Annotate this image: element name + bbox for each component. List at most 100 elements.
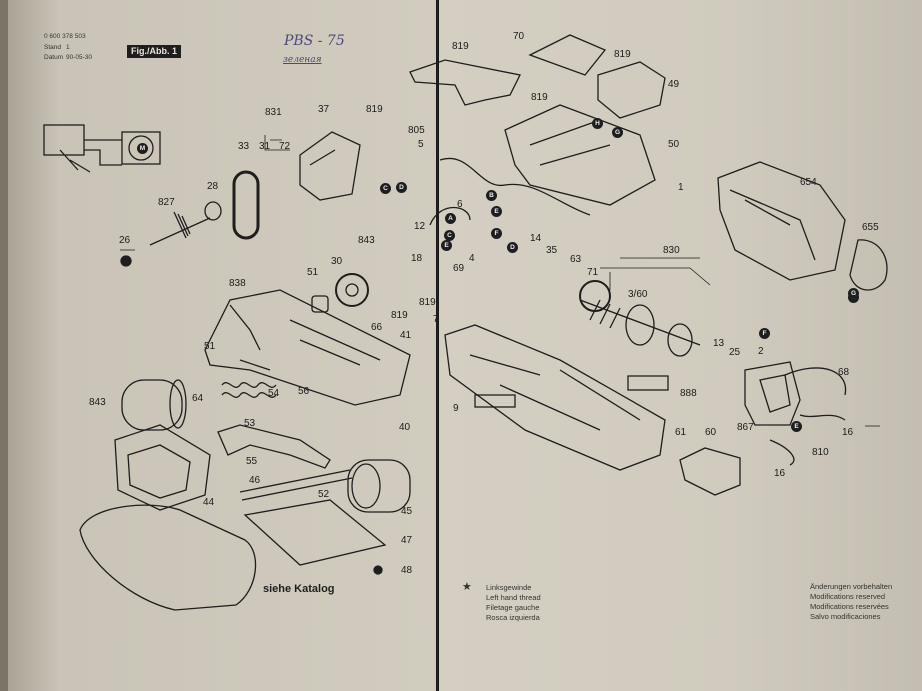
end-cap [120,255,132,267]
modifications-note: Änderungen vorbehalten Modifications res… [810,582,892,622]
connector-marker: E [791,421,802,432]
connector-marker: E [441,240,452,251]
part-number-label: 843 [89,397,106,408]
part-number-label: 3/60 [628,289,648,300]
part-number-label: 53 [244,418,256,429]
connector-marker: G [612,127,623,138]
part-number-label: 35 [546,245,558,256]
brush-cover [679,447,741,496]
part-number-label: 819 [531,92,548,103]
part-number-label: 819 [452,41,469,52]
part-number-label: 13 [713,338,725,349]
part-number-label: 52 [318,489,330,500]
part-number-label: 838 [229,278,246,289]
handle [409,59,521,106]
legend-line: Rosca izquierda [486,613,540,622]
part-number-label: 827 [158,197,175,208]
part-number-label: 50 [668,139,680,150]
part-number-label: 72 [279,141,291,152]
part-number-label: 843 [358,235,375,246]
part-number-label: 819 [366,104,383,115]
connector-marker: F [759,328,770,339]
handwritten-model: PBS - 75 [284,33,345,49]
legend-line: Linksgewinde [486,583,532,592]
part-number-label: 71 [587,267,599,278]
part-number-label: 810 [812,447,829,458]
connector-marker: H [592,118,603,129]
datum-label: Datum [44,54,64,61]
part-number-label: 47 [401,535,413,546]
connector-marker: D [507,242,518,253]
motor-housing [444,324,666,471]
connector-marker: E [491,206,502,217]
part-number-label: 655 [862,222,879,233]
switch-housing [504,104,656,206]
part-number-label: 805 [408,125,425,136]
part-number-label: 7 [433,314,439,325]
spring [221,382,277,388]
dust-box [717,161,846,281]
part-number-label: 37 [318,104,330,115]
part-number-label: 68 [838,367,850,378]
part-number-label: 46 [249,475,261,486]
part-number-label: 55 [246,456,258,467]
part-number-label: 819 [391,310,408,321]
part-number-label: 888 [680,388,697,399]
tension-lever [217,424,331,469]
part-number-label: 69 [453,263,465,274]
dust-cap [849,239,888,291]
part-number-label: 831 [265,107,282,118]
part-number-label: 60 [705,427,717,438]
page-fold-line [436,0,439,691]
lid [528,34,607,76]
part-number-label: 830 [663,245,680,256]
roller-shaft [149,211,211,246]
part-number-label: 18 [411,253,423,264]
part-number-label: 819 [419,297,436,308]
connector-marker: G [848,288,859,299]
part-number-label: 48 [401,565,413,576]
part-number: 0 600 378 503 [44,33,86,40]
sanding-belt [79,504,257,611]
part-number-label: 4 [469,253,475,264]
part-number-label: 28 [207,181,219,192]
catalog-note: siehe Katalog [263,583,335,595]
part-number-label: 1 [678,182,684,193]
part-number-label: 819 [614,49,631,60]
part-number-label: 70 [513,31,525,42]
part-number-label: 61 [675,427,687,438]
datum-value: 90-05-30 [66,54,93,61]
part-number-label: 16 [842,427,854,438]
connector-marker: C [444,230,455,241]
stator [744,361,801,426]
rear-shaft [239,469,353,501]
gear [335,273,369,307]
gear-housing [204,289,411,406]
belt-cover [299,131,361,201]
part-number-label: 33 [238,141,250,152]
connector-marker: C [380,183,391,194]
part-number-label: 654 [800,177,817,188]
front-bracket [114,424,211,511]
stand-label: Stand [44,44,61,51]
connector-marker: D [396,182,407,193]
armature [579,299,701,346]
part-number-label: 25 [729,347,741,358]
part-number-label: 54 [268,388,280,399]
right-page [438,0,922,691]
rear-drum [347,459,411,513]
part-number-label: 63 [570,254,582,265]
left-page [8,0,438,691]
drive-belt [232,170,260,240]
legend-line: Filetage gauche [486,603,540,612]
part-number-label: 51 [204,341,216,352]
modifications-line: Änderungen vorbehalten [810,582,893,591]
part-number-label: 5 [418,139,424,150]
part-number-label: 30 [331,256,343,267]
part-number-label: 41 [400,330,412,341]
part-number-label: 12 [414,221,426,232]
figure-badge: Fig./Abb. 1 [127,45,181,58]
pulley [204,201,222,221]
